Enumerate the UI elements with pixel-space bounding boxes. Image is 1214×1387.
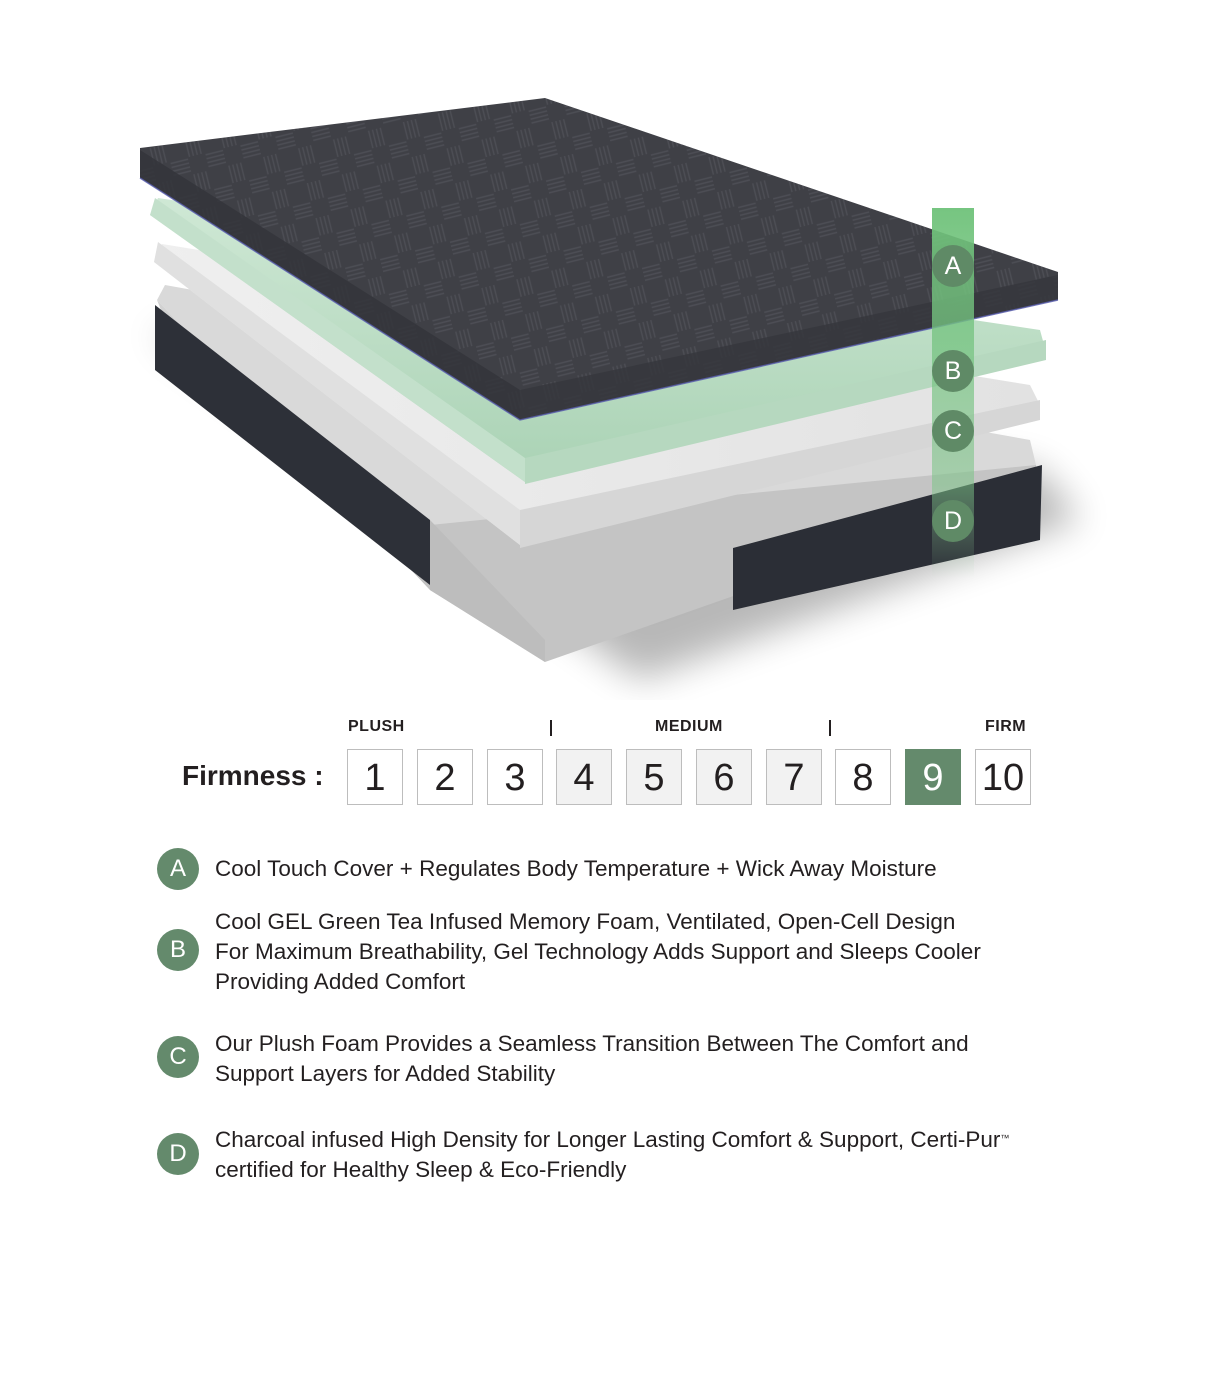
- badge-b-icon: B: [157, 929, 199, 971]
- firmness-level-9-selected[interactable]: 9: [905, 749, 961, 805]
- marker-c-icon: C: [932, 410, 974, 452]
- legend-line: Our Plush Foam Provides a Seamless Trans…: [215, 1031, 969, 1056]
- legend-line: Providing Added Comfort: [215, 969, 466, 994]
- scale-label-plush: PLUSH: [348, 718, 405, 735]
- firmness-level-8[interactable]: 8: [835, 749, 891, 805]
- firmness-level-7[interactable]: 7: [766, 749, 822, 805]
- firmness-scale-labels: PLUSH MEDIUM FIRM: [0, 718, 1214, 738]
- firmness-level-1[interactable]: 1: [347, 749, 403, 805]
- legend-line: Cool Touch Cover + Regulates Body Temper…: [215, 856, 937, 881]
- legend-line: For Maximum Breathability, Gel Technolog…: [215, 939, 981, 964]
- marker-a-icon: A: [932, 245, 974, 287]
- legend-text-c: Our Plush Foam Provides a Seamless Trans…: [215, 1029, 969, 1089]
- firmness-level-2[interactable]: 2: [417, 749, 473, 805]
- mattress-svg: [139, 98, 1080, 680]
- firmness-title: Firmness :: [182, 760, 324, 791]
- badge-c-icon: C: [157, 1036, 199, 1078]
- legend-line: Support Layers for Added Stability: [215, 1061, 556, 1086]
- marker-d-icon: D: [932, 500, 974, 542]
- legend-text-b: Cool GEL Green Tea Infused Memory Foam, …: [215, 907, 981, 997]
- scale-label-medium: MEDIUM: [655, 718, 723, 735]
- legend-text-a: Cool Touch Cover + Regulates Body Temper…: [215, 854, 937, 884]
- legend-line: Charcoal infused High Density for Longer…: [215, 1127, 1010, 1152]
- badge-d-icon: D: [157, 1133, 199, 1175]
- legend-line: Cool GEL Green Tea Infused Memory Foam, …: [215, 909, 956, 934]
- firmness-level-4[interactable]: 4: [556, 749, 612, 805]
- scale-label-firm: FIRM: [985, 718, 1027, 735]
- firmness-level-6[interactable]: 6: [696, 749, 752, 805]
- trademark-symbol: ™: [1000, 1133, 1010, 1143]
- legend-text-d: Charcoal infused High Density for Longer…: [215, 1125, 1009, 1185]
- badge-a-icon: A: [157, 848, 199, 890]
- firmness-level-3[interactable]: 3: [487, 749, 543, 805]
- marker-b-icon: B: [932, 350, 974, 392]
- scale-separator: [829, 720, 831, 736]
- legend-line: certified for Healthy Sleep & Eco-Friend…: [215, 1157, 627, 1182]
- cover-layer: [139, 98, 1059, 421]
- firmness-level-5[interactable]: 5: [626, 749, 682, 805]
- scale-separator: [550, 720, 552, 736]
- firmness-level-10[interactable]: 10: [975, 749, 1031, 805]
- mattress-layers-illustration: A B C D: [139, 98, 1080, 680]
